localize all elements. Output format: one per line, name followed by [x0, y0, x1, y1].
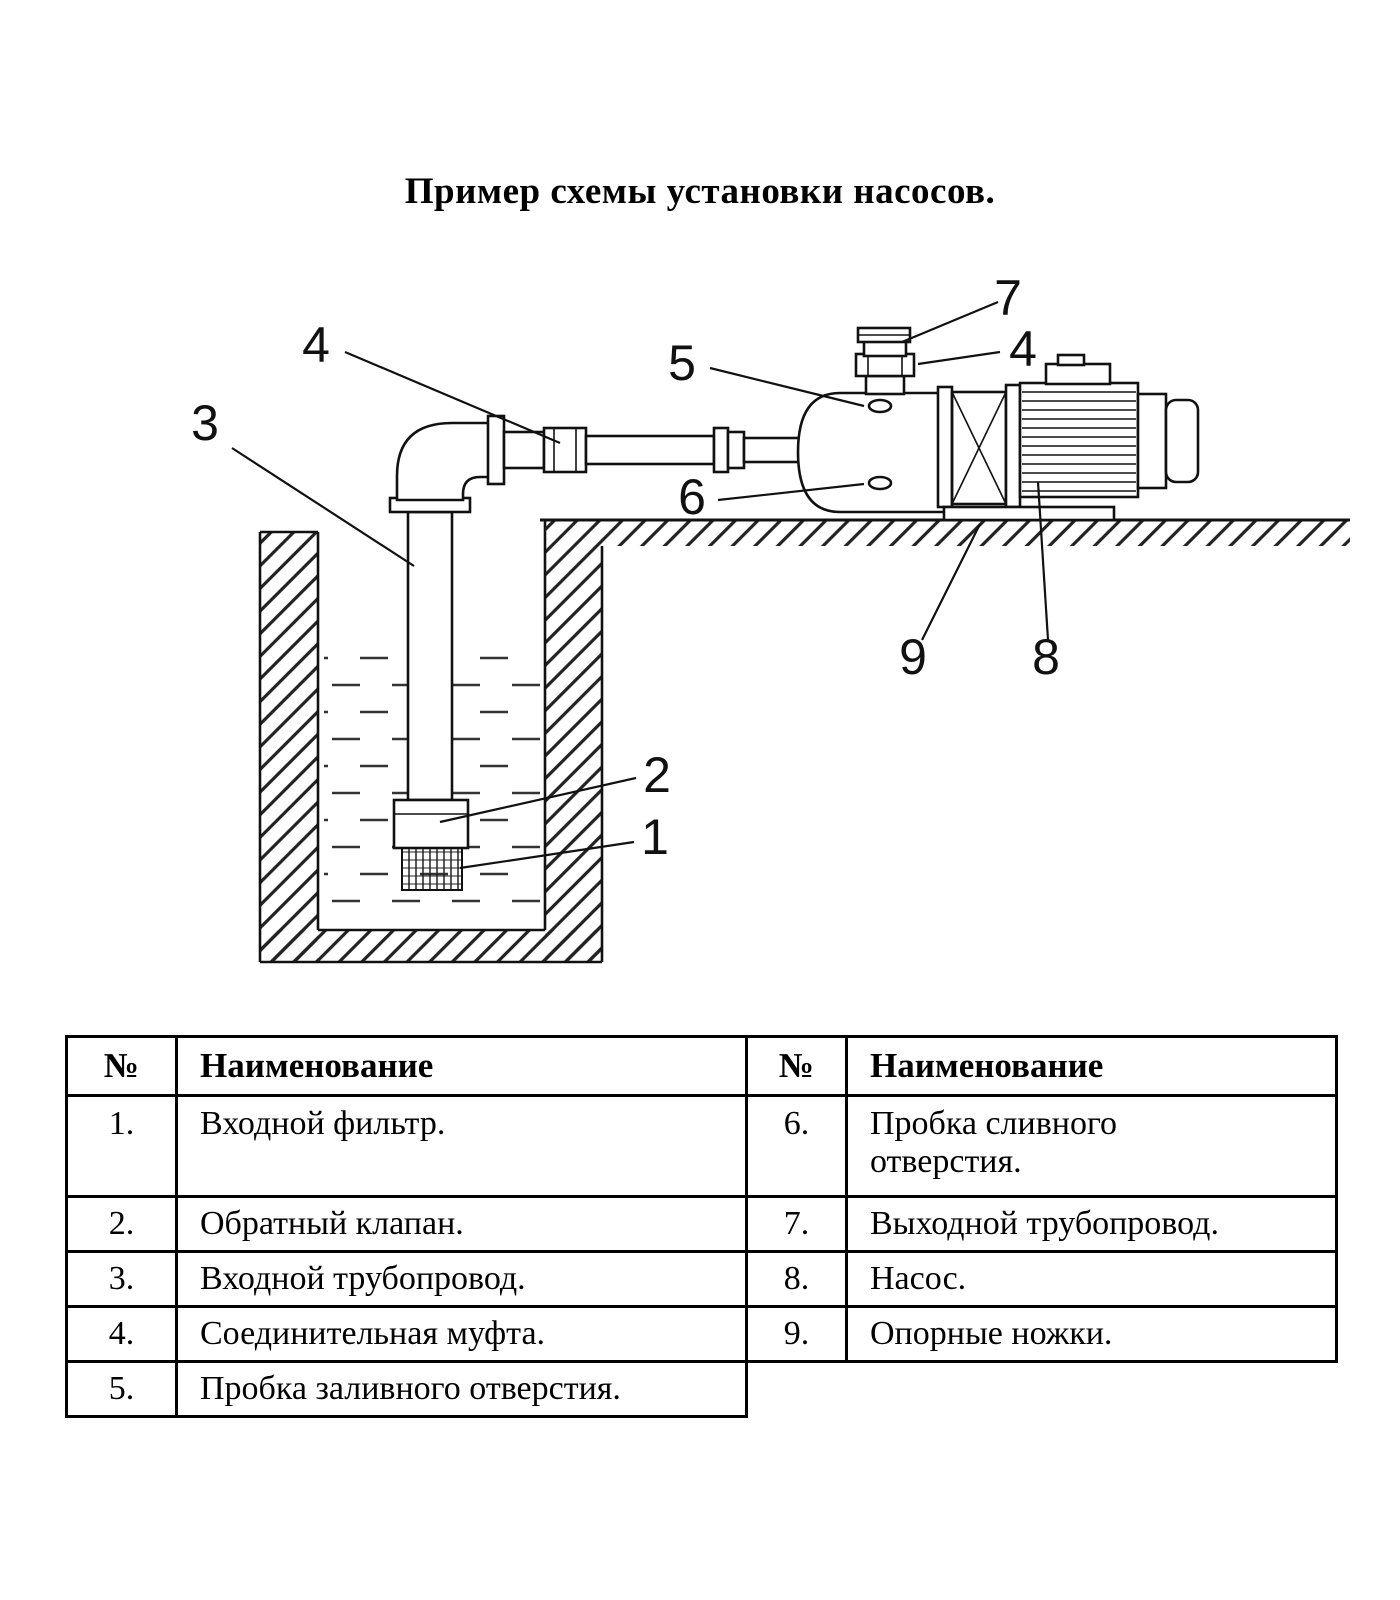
legend-row-5: 5. Пробка заливного отверстия. [65, 1360, 1337, 1418]
leader-coupling-right [917, 350, 1001, 366]
callout-2: 2 [643, 747, 671, 803]
legend-header-name-right: Наименование [845, 1035, 1338, 1097]
legend-num: 7. [745, 1195, 848, 1253]
callout-5: 5 [668, 335, 696, 391]
filler-plug-port [867, 398, 893, 414]
leader-pump [1036, 481, 1050, 641]
legend-row-1: 1. Входной фильтр. 6. Пробка сливного от… [65, 1094, 1338, 1198]
leader-inlet-pipe [231, 447, 415, 567]
legend-num: 9. [745, 1305, 848, 1363]
leader-check-valve [439, 776, 637, 824]
legend-num: 2. [65, 1195, 178, 1253]
legend-name: Опорные ножки. [845, 1305, 1338, 1363]
legend-name: Входной фильтр. [175, 1094, 748, 1198]
callout-9: 9 [899, 629, 927, 685]
legend-header-num-right: № [745, 1035, 848, 1097]
callout-8: 8 [1032, 629, 1060, 685]
callout-7: 7 [994, 270, 1022, 326]
legend-table: № Наименование № Наименование 1. Входной… [65, 1035, 1338, 1418]
ground-surface [540, 518, 1350, 546]
callout-4-left: 4 [302, 317, 330, 373]
pump-body [796, 391, 950, 514]
leader-outlet-pipe [901, 300, 999, 344]
check-valve [392, 798, 470, 850]
legend-num: 5. [65, 1360, 178, 1418]
legend-num: 6. [745, 1094, 848, 1198]
inlet-pipe [388, 496, 472, 802]
leader-inlet-filter [459, 840, 635, 870]
legend-row-3: 3. Входной трубопровод. 8. Насос. [65, 1250, 1338, 1308]
pump-bracket [936, 383, 1022, 509]
pit-walls [258, 520, 604, 964]
legend-header-name-left: Наименование [175, 1035, 748, 1097]
callout-6: 6 [678, 469, 706, 525]
callout-1: 1 [641, 809, 669, 865]
legend-row-4: 4. Соединительная муфта. 9. Опорные ножк… [65, 1305, 1338, 1363]
motor [1018, 353, 1200, 499]
callout-4-right: 4 [1009, 321, 1037, 377]
leader-support-feet [921, 523, 981, 641]
legend-name: Соединительная муфта. [175, 1305, 748, 1363]
legend-empty-cell [747, 1362, 1337, 1417]
leader-lines [231, 300, 1050, 870]
inlet-filter [401, 847, 463, 891]
legend-num: 1. [65, 1094, 178, 1198]
terminal-box [1044, 362, 1112, 386]
legend-name: Входной трубопровод. [175, 1250, 748, 1308]
pump-installation-diagram: 4 3 5 7 4 6 9 8 2 1 [191, 270, 1350, 964]
callouts: 4 3 5 7 4 6 9 8 2 1 [191, 270, 1060, 865]
drain-plug-port [867, 475, 893, 491]
leader-coupling-left [344, 350, 561, 445]
leader-drain-plug [717, 482, 865, 502]
page-title: Пример схемы установки насосов. [404, 171, 996, 212]
legend-num: 4. [65, 1305, 178, 1363]
legend-name: Пробка заливного отверстия. [175, 1360, 748, 1418]
legend-name: Выходной трубопровод. [845, 1195, 1338, 1253]
elbow-fitting [395, 414, 506, 502]
legend-num: 8. [745, 1250, 848, 1308]
legend-name: Пробка сливного отверстия. [845, 1094, 1338, 1198]
legend-num: 3. [65, 1250, 178, 1308]
legend-name-text: Пробка сливного отверстия. [870, 1105, 1118, 1180]
legend-header-num-left: № [65, 1035, 178, 1097]
horizontal-pipeline [502, 426, 802, 474]
legend-row-2: 2. Обратный клапан. 7. Выходной трубопро… [65, 1195, 1338, 1253]
outlet-assembly [854, 326, 916, 396]
leader-filler-plug [709, 366, 865, 408]
callout-3: 3 [191, 395, 219, 451]
legend-name: Насос. [845, 1250, 1338, 1308]
legend-name: Обратный клапан. [175, 1195, 748, 1253]
legend-header-row: № Наименование № Наименование [65, 1035, 1338, 1097]
support-feet [942, 505, 1116, 522]
